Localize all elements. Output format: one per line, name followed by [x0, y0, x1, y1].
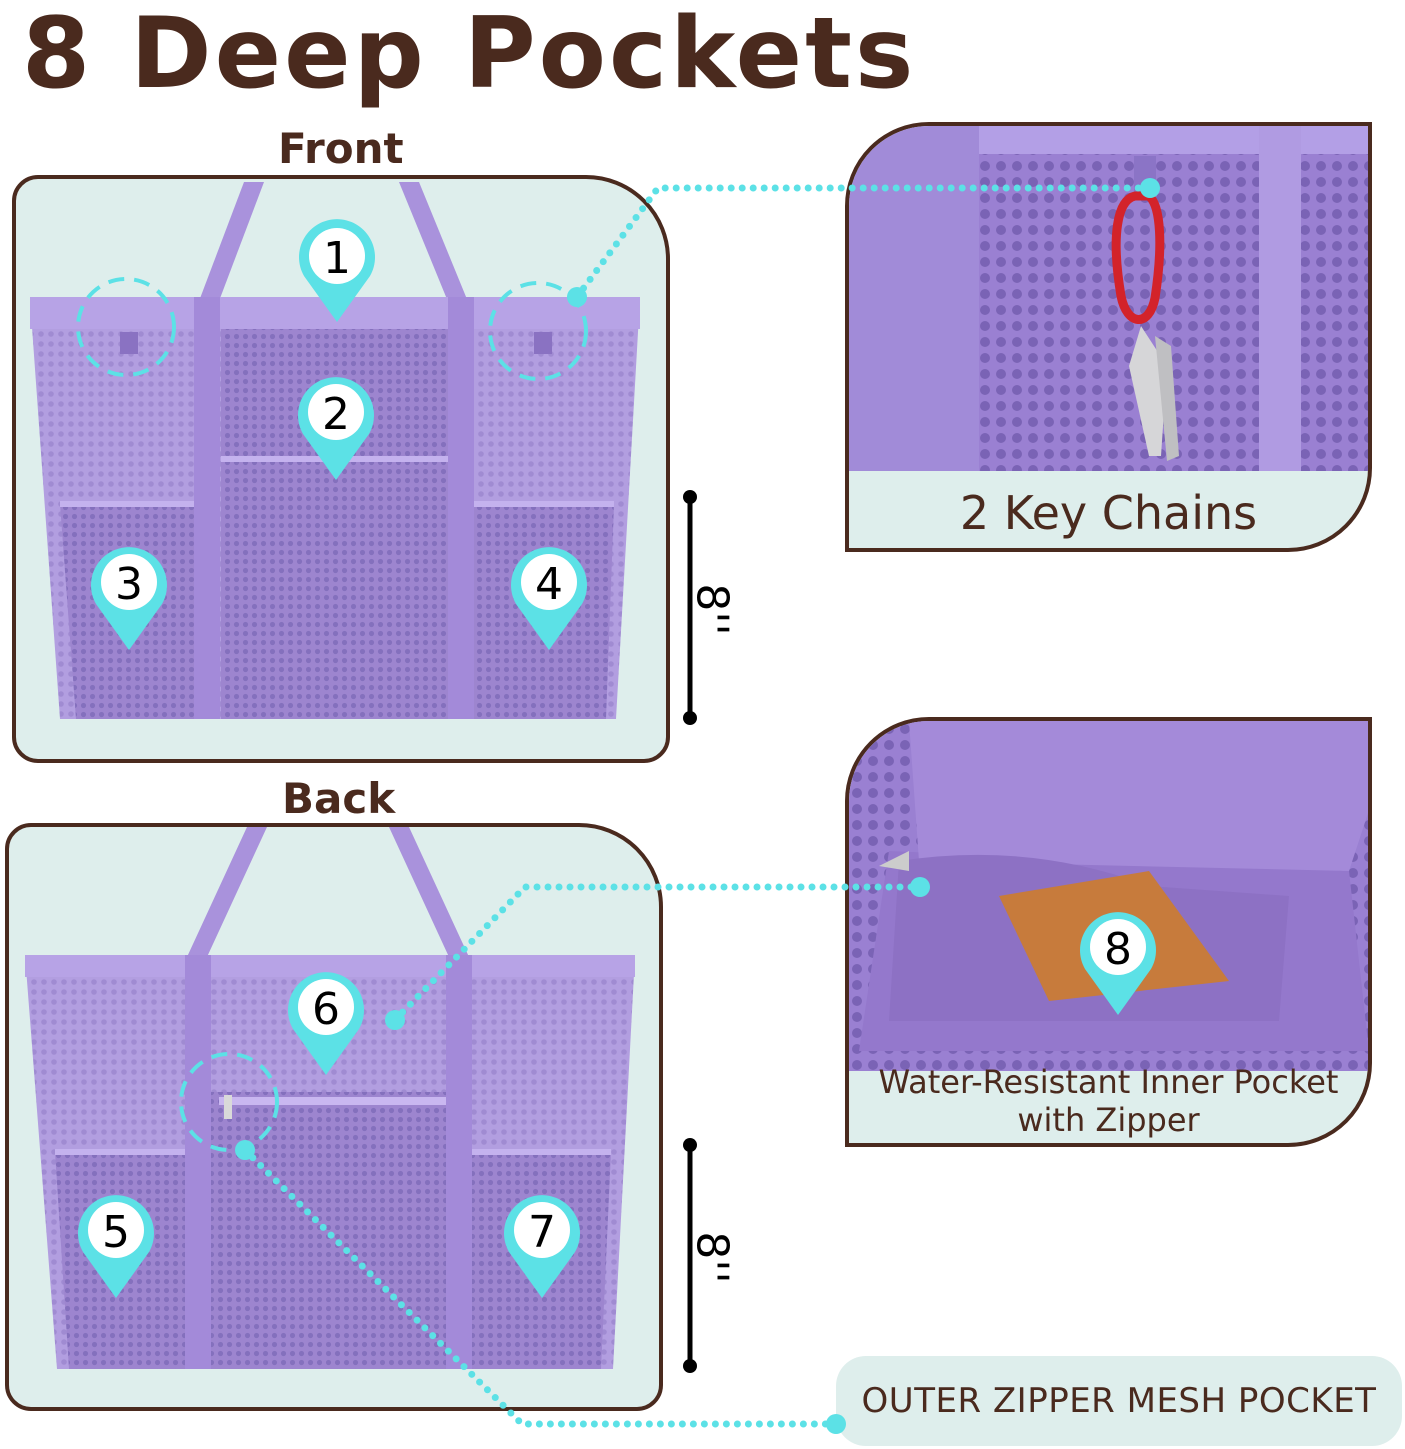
- key-loop-highlight-left: [76, 277, 176, 377]
- back-bag-illustration: [25, 827, 635, 1369]
- key-chain-closeup: [849, 126, 1368, 471]
- back-section-label: Back: [282, 774, 396, 823]
- front-view-panel: [12, 175, 670, 763]
- inner-pocket-caption-line2: with Zipper: [1017, 1101, 1200, 1139]
- outer-pocket-label: OUTER ZIPPER MESH POCKET: [836, 1356, 1402, 1446]
- back-height-label: 8'': [686, 1231, 738, 1284]
- front-height-label: 8'': [686, 583, 738, 636]
- key-chains-callout: 2 Key Chains: [845, 122, 1372, 552]
- front-bag-illustration: [30, 182, 640, 719]
- page-title: 8 Deep Pockets: [22, 0, 917, 111]
- inner-pocket-caption-line1: Water-Resistant Inner Pocket: [878, 1063, 1339, 1101]
- zipper-highlight: [179, 1052, 279, 1152]
- back-view-panel: [5, 823, 663, 1411]
- key-chains-caption: 2 Key Chains: [959, 486, 1258, 540]
- front-section-label: Front: [278, 124, 404, 173]
- key-loop-highlight-right: [488, 281, 588, 381]
- inner-pocket-callout: Water-Resistant Inner Pocket with Zipper: [845, 717, 1372, 1147]
